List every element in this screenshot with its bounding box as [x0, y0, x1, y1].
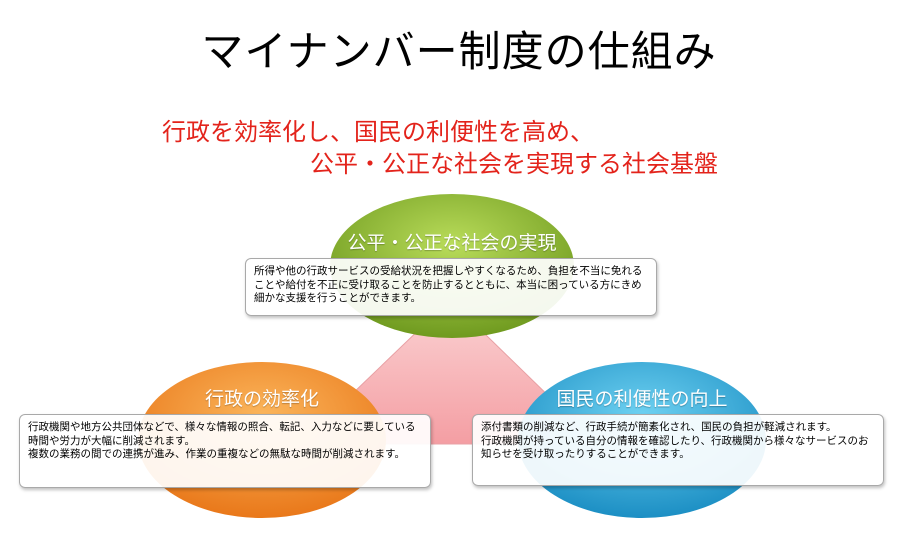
pillar-left-text-1: 行政機関や地方公共団体などで、様々な情報の照合、転記、入力などに要している時間や…	[28, 421, 416, 447]
pillar-top-label: 公平・公正な社会の実現	[347, 232, 557, 254]
pillar-left-label: 行政の効率化	[204, 388, 319, 410]
subtitle-line-1: 行政を効率化し、国民の利便性を高め、	[162, 118, 594, 146]
pillar-top-text: 所得や他の行政サービスの受給状況を把握しやすくなるため、負担を不当に免れることや…	[254, 265, 643, 304]
pillar-left-text-2: 複数の業務の間での連携が進み、作業の重複などの無駄な時間が削減されます。	[28, 448, 405, 460]
pillar-top-description: 所得や他の行政サービスの受給状況を把握しやすくなるため、負担を不当に免れることや…	[245, 258, 657, 316]
pillar-left-description: 行政機関や地方公共団体などで、様々な情報の照合、転記、入力などに要している時間や…	[19, 414, 431, 488]
pillar-right-description: 添付書類の削減など、行政手続が簡素化され、国民の負担が軽減されます。 行政機関が…	[472, 414, 884, 486]
pillar-right-text-1: 添付書類の削減など、行政手続が簡素化され、国民の負担が軽減されます。	[481, 421, 837, 433]
pillar-right-label: 国民の利便性の向上	[556, 388, 728, 410]
page-title: マイナンバー制度の仕組み	[201, 27, 717, 76]
subtitle-line-2: 公平・公正な社会を実現する社会基盤	[310, 150, 718, 178]
pillar-right-text-2: 行政機関が持っている自分の情報を確認したり、行政機関から様々なサービスのお知らせ…	[481, 434, 869, 461]
